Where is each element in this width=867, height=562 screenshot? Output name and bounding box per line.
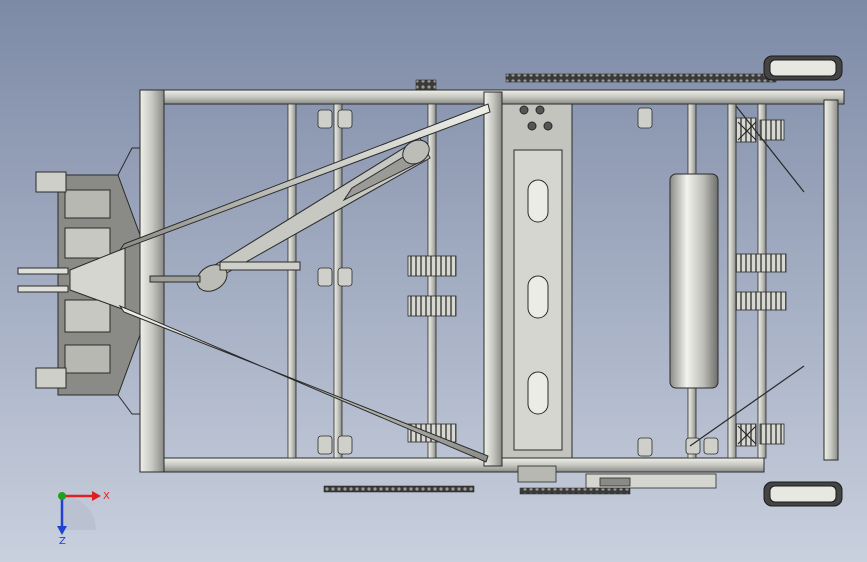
lower-linkage [517, 465, 717, 489]
diagonal-struts [118, 103, 491, 463]
sprockets [407, 117, 787, 447]
axis-triad: X Z [57, 491, 110, 547]
axis-z-label: Z [59, 536, 66, 547]
ground-wheels [763, 55, 843, 507]
drive-shaft [149, 137, 431, 292]
gearbox-plate [501, 103, 573, 459]
main-frame [139, 89, 845, 473]
axis-x-label: X [103, 491, 110, 502]
roller-drum [669, 173, 719, 389]
cross-braces [689, 105, 805, 447]
